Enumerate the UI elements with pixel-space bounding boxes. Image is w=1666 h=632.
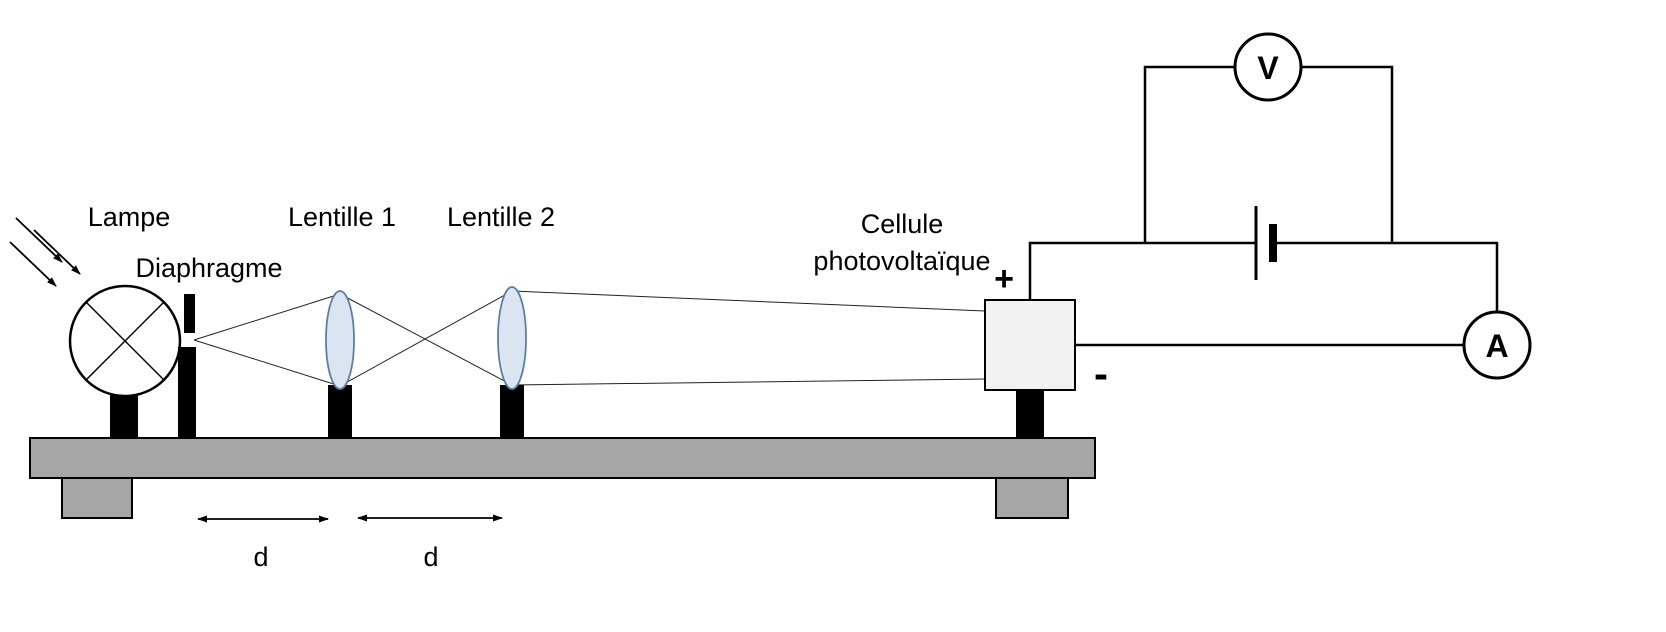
ray-slit-to-lens1-bottom <box>193 339 341 387</box>
light-rays <box>193 290 986 387</box>
voltmeter-letter: V <box>1257 50 1279 86</box>
negative-terminal-label: - <box>1094 350 1108 397</box>
cell-post <box>1016 390 1044 438</box>
lamp <box>68 284 182 438</box>
diaphragm-label: Diaphragme <box>135 253 282 283</box>
circuit-wires <box>1028 65 1499 347</box>
voltmeter: V <box>1233 32 1303 102</box>
diaphragm-upper-blade <box>184 294 195 333</box>
lens-2 <box>497 286 527 438</box>
lens-1 <box>325 290 355 438</box>
voltmeter-left-lead <box>1143 65 1235 243</box>
battery-to-ammeter-wire <box>1272 241 1499 312</box>
ammeter: A <box>1462 310 1532 380</box>
distance-annotations: d d <box>197 514 503 572</box>
lens1-icon <box>325 290 355 390</box>
ammeter-letter: A <box>1485 328 1508 364</box>
light-arrow-icon <box>15 217 63 263</box>
cell-label-line2: photovoltaïque <box>813 246 990 276</box>
battery <box>1254 206 1277 280</box>
bench-foot-right <box>995 477 1069 519</box>
positive-terminal-label: + <box>994 260 1014 298</box>
ray-lens2-to-cell-bottom <box>511 378 986 386</box>
lamp-cross-line <box>85 301 165 381</box>
lamp-label: Lampe <box>88 202 171 232</box>
cell-label-line1: Cellule <box>861 209 944 239</box>
positive-wire <box>1028 241 1256 300</box>
voltmeter-right-lead <box>1301 65 1394 243</box>
voltmeter-icon <box>1233 32 1303 102</box>
lens1-label: Lentille 1 <box>288 202 396 232</box>
ammeter-icon <box>1462 310 1532 380</box>
bench-rail <box>29 437 1096 479</box>
lens1-post <box>328 385 352 438</box>
lens2-post <box>500 385 524 438</box>
incident-light-arrows <box>9 217 81 287</box>
lens2-label: Lentille 2 <box>447 202 555 232</box>
ray-slit-to-lens1-top <box>193 293 341 341</box>
distance-label-2: d <box>423 542 438 572</box>
photovoltaic-cell <box>984 299 1076 438</box>
ray-lens1-to-lens2-crossing <box>339 290 513 387</box>
diaphragm <box>178 294 196 438</box>
ray-lens1-to-lens2-crossing <box>339 293 513 386</box>
diaphragm-lower-blade-post <box>178 347 196 438</box>
lens2-icon <box>497 286 527 390</box>
bench-foot-left <box>61 477 133 519</box>
ray-lens2-to-cell-top <box>511 290 986 312</box>
distance-label-1: d <box>253 542 268 572</box>
optical-bench <box>29 437 1096 519</box>
light-arrow-icon <box>9 241 57 287</box>
light-arrow-icon <box>33 229 81 275</box>
cell-body <box>984 299 1076 391</box>
